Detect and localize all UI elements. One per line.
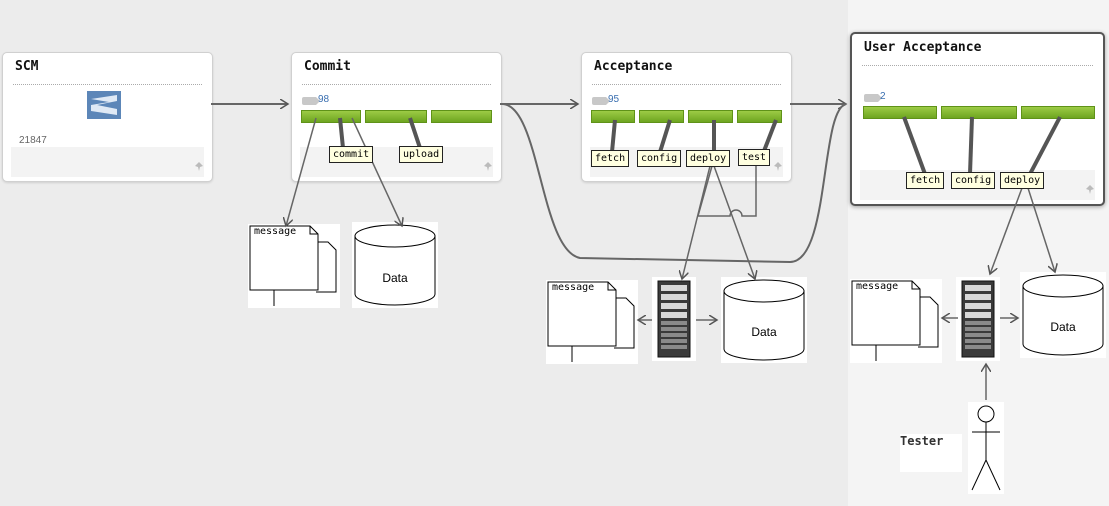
document-icon [249,225,337,306]
pin-icon[interactable] [1085,185,1095,195]
commit-database: Data [352,222,438,308]
step-deploy[interactable]: deploy [1000,172,1045,189]
database-icon [1022,274,1104,356]
card-footer [11,147,204,177]
divider [13,84,202,85]
server-icon [961,280,995,358]
divider [592,84,781,85]
step-config[interactable]: config [951,172,996,189]
commit-message-document: message [248,224,340,308]
divider [302,84,491,85]
commit-card[interactable]: Commit 98 [291,52,502,182]
tag-icon [864,94,882,102]
step-fetch[interactable]: fetch [591,150,630,167]
acceptance-progress-bar-4[interactable] [737,110,782,123]
server-icon [657,280,691,358]
acceptance-title: Acceptance [594,59,673,74]
scm-logo-icon [87,91,121,119]
database-label: Data [382,271,408,285]
tester-label-box: Tester [900,434,962,472]
tag-icon [592,97,610,105]
user-acceptance-progress-bar-1[interactable] [863,106,937,119]
step-config[interactable]: config [637,150,682,167]
acceptance-progress-bar-3[interactable] [688,110,733,123]
user-acceptance-title: User Acceptance [864,40,982,55]
tag-icon [302,97,320,105]
acceptance-message-document: message [546,280,638,364]
acceptance-database: Data [721,277,807,363]
database-icon [723,279,805,361]
commit-build-number[interactable]: 98 [318,94,330,105]
scm-card[interactable]: SCM 21847 [2,52,213,182]
database-icon [354,224,436,306]
database-label: Data [1050,320,1076,334]
pin-icon[interactable] [773,162,783,172]
step-test[interactable]: test [738,149,771,166]
pin-icon[interactable] [483,162,493,172]
step-upload[interactable]: upload [399,146,444,163]
database-label: Data [751,325,777,339]
user-acceptance-database: Data [1020,272,1106,358]
scm-revision: 21847 [19,135,47,146]
step-commit[interactable]: commit [329,146,374,163]
document-label: message [254,226,297,237]
commit-progress-bar-3[interactable] [431,110,492,123]
acceptance-progress-bar-2[interactable] [639,110,684,123]
tester-actor [968,402,1004,494]
document-label: message [552,282,595,293]
document-label: message [856,281,899,292]
user-acceptance-server [956,277,1000,361]
pin-icon[interactable] [194,162,204,172]
divider [862,65,1093,66]
user-acceptance-message-document: message [850,279,942,363]
document-icon [851,280,939,361]
step-fetch[interactable]: fetch [906,172,945,189]
user-acceptance-build-number[interactable]: 2 [880,91,886,102]
document-icon [547,281,635,362]
acceptance-server [652,277,696,361]
acceptance-build-number[interactable]: 95 [608,94,620,105]
tester-label: Tester [900,434,944,448]
commit-title: Commit [304,59,351,74]
step-deploy[interactable]: deploy [686,150,731,167]
scm-title: SCM [15,59,39,74]
user-acceptance-progress-bar-2[interactable] [941,106,1017,119]
person-icon [971,405,1001,491]
